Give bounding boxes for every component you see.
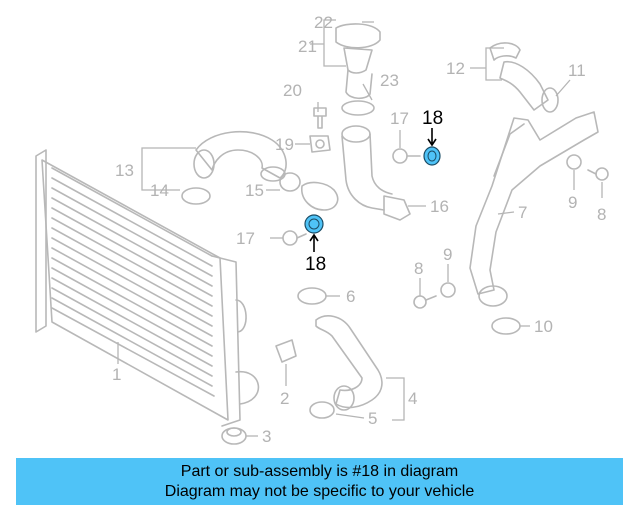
callout-18-upper: 18 <box>422 108 443 129</box>
arrow-18-upper <box>427 128 437 147</box>
sensor-19 <box>309 135 331 153</box>
bolt-8-lower <box>413 295 437 309</box>
bracket-2 <box>275 339 297 363</box>
center-charge-pipe <box>301 125 411 221</box>
clamp-6 <box>297 287 327 305</box>
clamp-5 <box>309 401 335 419</box>
callout-18-lower: 18 <box>305 254 326 275</box>
callout-6: 6 <box>346 287 355 306</box>
leader-lines <box>117 19 603 437</box>
hose-12 <box>489 42 559 113</box>
callout-8-lower: 8 <box>414 259 423 278</box>
pipe-7 <box>469 111 599 307</box>
callout-12: 12 <box>446 59 465 78</box>
bolt-8-right <box>587 167 609 181</box>
banner-line-1: Part or sub-assembly is #18 in diagram <box>180 463 459 480</box>
callout-5: 5 <box>368 409 377 428</box>
part-18-upper <box>423 146 441 166</box>
callout-11: 11 <box>568 61 586 80</box>
clamp-10 <box>491 317 521 335</box>
cap-3 <box>221 427 247 445</box>
callout-9-right: 9 <box>568 193 577 212</box>
callout-13: 13 <box>115 161 134 180</box>
clamp-14 <box>181 187 211 205</box>
hose-13 <box>193 130 287 182</box>
callout-4: 4 <box>408 389 417 408</box>
info-banner: Part or sub-assembly is #18 in diagram D… <box>16 458 623 505</box>
bolt-17-upper <box>392 148 421 164</box>
callout-10: 10 <box>534 317 553 336</box>
callout-7: 7 <box>518 203 527 222</box>
upper-charge-hose <box>335 23 381 116</box>
callout-3: 3 <box>262 427 271 446</box>
callout-2: 2 <box>280 389 289 408</box>
callout-8-right: 8 <box>597 205 606 224</box>
part-18-lower <box>304 214 324 234</box>
callout-22: 22 <box>314 13 333 32</box>
intercooler-core <box>35 149 260 427</box>
callout-1: 1 <box>112 365 121 384</box>
callout-9-lower: 9 <box>443 245 452 264</box>
arrow-18-lower <box>309 233 319 252</box>
nut-9-right <box>566 154 582 170</box>
callout-16: 16 <box>430 197 449 216</box>
callout-15: 15 <box>245 181 264 200</box>
callout-19: 19 <box>275 135 294 154</box>
banner-line-2: Diagram may not be specific to your vehi… <box>164 483 475 500</box>
nut-9-lower <box>440 282 456 298</box>
parts-diagram: 22 21 23 20 19 13 14 15 16 17 17 12 11 7… <box>35 13 609 446</box>
callout-17-upper: 17 <box>390 109 409 128</box>
callout-21: 21 <box>298 37 317 56</box>
bolt-20 <box>313 107 327 129</box>
bolt-17-lower <box>282 230 307 246</box>
callout-20: 20 <box>283 81 302 100</box>
clamp-15 <box>279 172 301 192</box>
callout-17-lower: 17 <box>236 229 255 248</box>
callout-14: 14 <box>150 181 169 200</box>
hose-4 <box>315 315 383 411</box>
callout-23: 23 <box>380 71 399 90</box>
